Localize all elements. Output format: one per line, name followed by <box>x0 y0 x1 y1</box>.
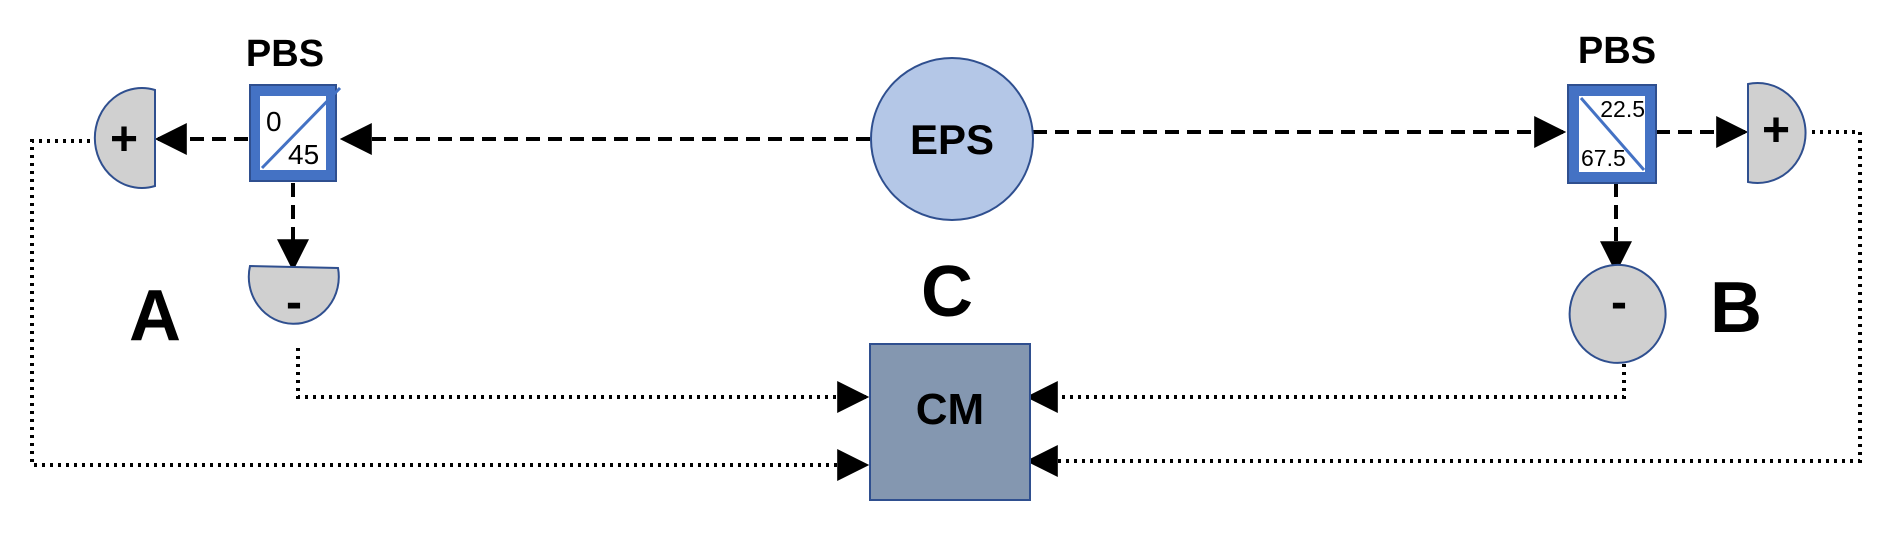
detector-left-minus-sign: - <box>286 276 302 329</box>
left-minus-to-cm-line <box>296 348 870 413</box>
pbs-right-angle-top: 22.5 <box>1600 96 1645 122</box>
pbs-right: 22.5 67.5 <box>1567 84 1657 184</box>
detector-right-minus-sign: - <box>1611 276 1627 329</box>
cm-box: CM <box>869 343 1031 501</box>
pbs-left: 0 45 <box>249 84 342 182</box>
right-minus-to-cm-line <box>1025 348 1626 413</box>
cm-label: CM <box>916 385 984 434</box>
pbs-right-label: PBS <box>1578 30 1656 72</box>
detector-left-plus-sign: + <box>110 113 138 166</box>
detector-right-plus: + <box>1747 82 1807 184</box>
pbs-left-angle-bottom: 45 <box>288 139 319 170</box>
party-b-label: B <box>1710 268 1762 348</box>
detector-left-plus: + <box>93 87 156 189</box>
eps-label: EPS <box>910 116 994 163</box>
eps-source: EPS <box>870 57 1034 221</box>
detector-right-plus-sign: + <box>1762 104 1790 157</box>
pbs-left-angle-top: 0 <box>266 106 282 137</box>
pbs-left-label: PBS <box>246 33 324 75</box>
pbs-right-angle-bottom: 67.5 <box>1581 145 1626 171</box>
party-a-label: A <box>129 276 181 356</box>
right-plus-to-cm-line <box>1025 130 1862 477</box>
detector-left-minus: - <box>247 264 340 329</box>
party-c-label: C <box>921 252 973 332</box>
detector-right-minus: - <box>1568 263 1667 364</box>
